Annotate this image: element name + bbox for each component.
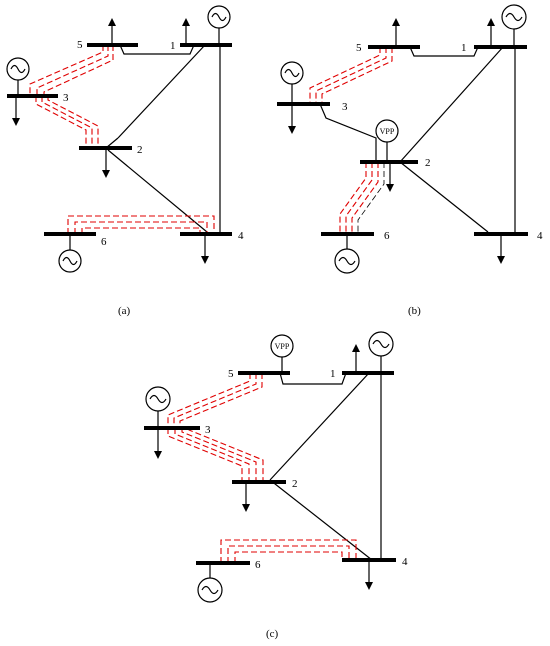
vpp-node: VPP (375, 119, 399, 162)
sine-wave-generator-icon (501, 4, 527, 47)
bus-label-4: 4 (238, 230, 244, 242)
bus-label-6: 6 (384, 230, 390, 242)
bus-label-5: 5 (77, 39, 83, 51)
dashed-lines-5-3 (167, 373, 263, 428)
dashed-lines-3-2 (167, 428, 264, 482)
line-5-1 (279, 372, 347, 385)
line-1-2 (269, 372, 370, 481)
bus-label-1: 1 (461, 42, 467, 54)
sine-wave-generator-icon (280, 61, 304, 104)
line-1-2 (117, 44, 206, 139)
sine-wave-generator-icon (368, 331, 394, 373)
panel-a: 5 1 3 2 6 4 (a) (6, 5, 244, 317)
panel-b: VPP 5 1 3 2 6 4 (b) (277, 4, 543, 317)
bus-label-2: 2 (425, 157, 431, 169)
dashed-lines-6-4 (67, 215, 215, 234)
vpp-node: VPP (270, 334, 294, 373)
sine-wave-generator-icon (207, 5, 231, 45)
panel-label-c: (c) (266, 628, 279, 640)
bus-label-6: 6 (101, 236, 107, 248)
dashed-lines-5-3 (29, 45, 114, 96)
line-5-1 (409, 46, 479, 57)
sine-wave-generator-icon (334, 234, 360, 274)
bus-label-5: 5 (356, 42, 362, 54)
sine-wave-generator-icon (197, 563, 223, 603)
bus-label-2: 2 (292, 478, 298, 490)
bus-label-6: 6 (255, 559, 261, 571)
bus-label-3: 3 (63, 92, 69, 104)
bus-label-1: 1 (170, 40, 176, 52)
bus-label-1: 1 (330, 368, 336, 380)
line-2-4 (399, 161, 489, 233)
bus-label-3: 3 (342, 101, 348, 113)
vpp-label: VPP (380, 127, 395, 136)
panel-label-b: (b) (408, 305, 421, 317)
sine-wave-generator-icon (58, 234, 82, 273)
vpp-label: VPP (275, 342, 290, 351)
sine-wave-generator-icon (145, 386, 171, 428)
line-1-2 (399, 46, 504, 163)
line-2-4 (269, 479, 373, 561)
line-5-1 (119, 44, 195, 55)
line-2-4 (107, 149, 208, 233)
bus-label-5: 5 (228, 368, 234, 380)
bus-label-2: 2 (137, 144, 143, 156)
panel-label-a: (a) (118, 305, 131, 317)
dashed-lines-5-3 (309, 47, 393, 104)
bus-label-4: 4 (537, 230, 543, 242)
bus-label-3: 3 (205, 424, 211, 436)
dashed-lines-2-6 (339, 162, 385, 234)
line-3-2 (319, 103, 377, 162)
sine-wave-generator-icon (6, 57, 30, 96)
dashed-lines-6-4 (220, 539, 357, 563)
panel-c: VPP 5 1 3 2 6 4 (c) (144, 331, 408, 640)
bus-label-4: 4 (402, 556, 408, 568)
